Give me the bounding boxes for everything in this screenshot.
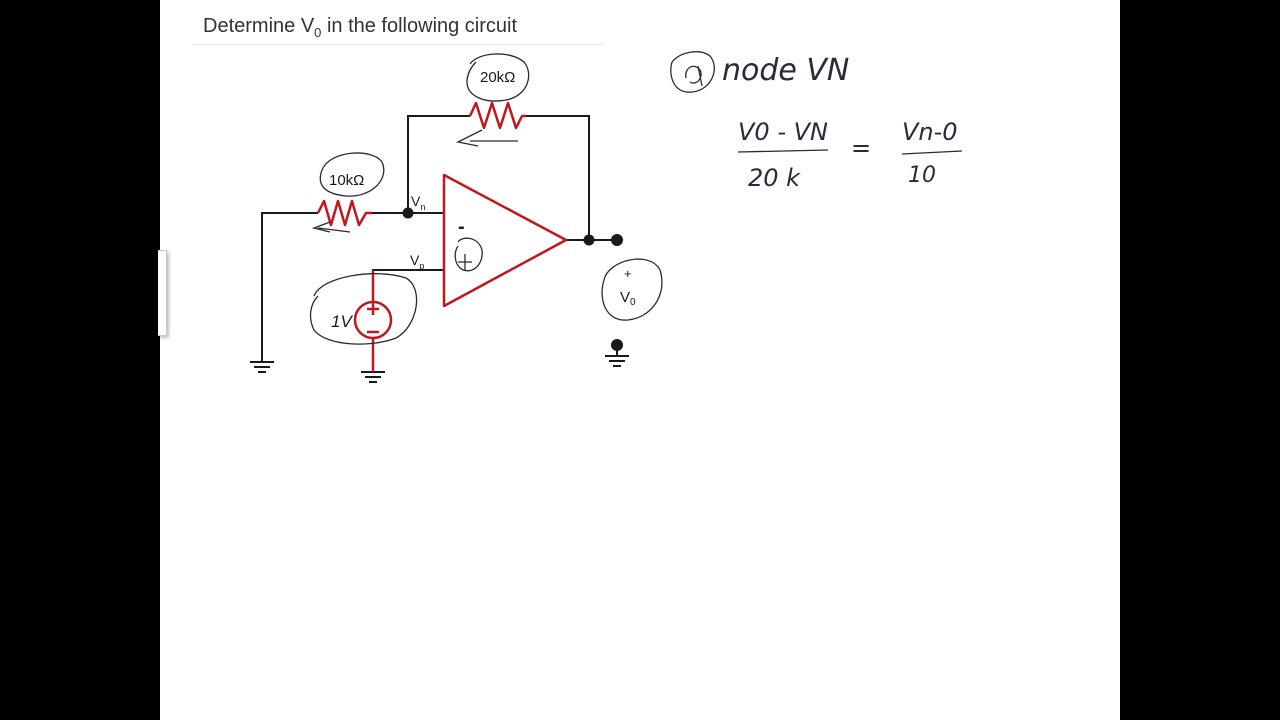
source-circle <box>309 273 418 345</box>
ground-terminal-dot <box>611 339 623 351</box>
ink-annotations <box>309 51 963 345</box>
node-p-label: Vp <box>410 252 424 271</box>
note-equals: = <box>851 134 871 162</box>
output-voltage-label: V0 <box>620 289 636 308</box>
step-circle <box>670 51 715 93</box>
node-n-label: Vn <box>411 193 425 212</box>
output-terminal-dot <box>611 234 623 246</box>
note-numerator-left: V0 - VN <box>738 118 828 146</box>
whiteboard-canvas <box>160 0 1120 720</box>
feedback-resistor <box>468 101 526 130</box>
op-amp-triangle <box>442 173 568 308</box>
feedback-current-arrow <box>456 129 518 147</box>
input-resistor-label: 10kΩ <box>329 172 364 189</box>
title-divider <box>192 44 604 45</box>
step-marker <box>685 65 703 87</box>
feedback-right-wire <box>526 115 590 240</box>
note-denominator-right: 10 <box>908 163 936 188</box>
fraction-bar-left <box>737 149 829 153</box>
title-prefix: Determine V <box>203 15 315 37</box>
note-denominator-left: 20 k <box>748 164 801 192</box>
node-n-dot <box>402 207 414 219</box>
source-value-label: 1V <box>331 312 353 331</box>
input-wire <box>261 212 318 362</box>
output-circle <box>601 258 663 321</box>
feedback-resistor-circle <box>466 53 530 102</box>
node-p-wire <box>372 269 444 302</box>
input-resistor <box>316 199 372 227</box>
output-node-dot <box>583 234 595 246</box>
problem-title: Determine V0 in the following circuit <box>203 15 517 40</box>
feedback-resistor-label: 20kΩ <box>480 69 515 86</box>
side-panel-handle[interactable] <box>158 250 167 336</box>
note-heading: node VN <box>722 53 849 88</box>
output-plus-label: + <box>624 266 632 281</box>
input-resistor-circle <box>319 152 385 197</box>
inverting-input-sign: - <box>458 216 465 238</box>
input-current-arrow <box>311 221 351 233</box>
title-subscript: 0 <box>314 25 322 40</box>
ground-symbol-left <box>250 361 274 373</box>
feedback-left-wire <box>407 115 470 213</box>
fraction-bar-right <box>901 150 963 155</box>
ground-symbol-source <box>361 371 385 383</box>
note-numerator-right: Vn-0 <box>902 118 958 146</box>
plus-input-circle <box>454 237 483 272</box>
ground-symbol-output <box>605 355 629 367</box>
title-suffix: in the following circuit <box>321 15 518 37</box>
